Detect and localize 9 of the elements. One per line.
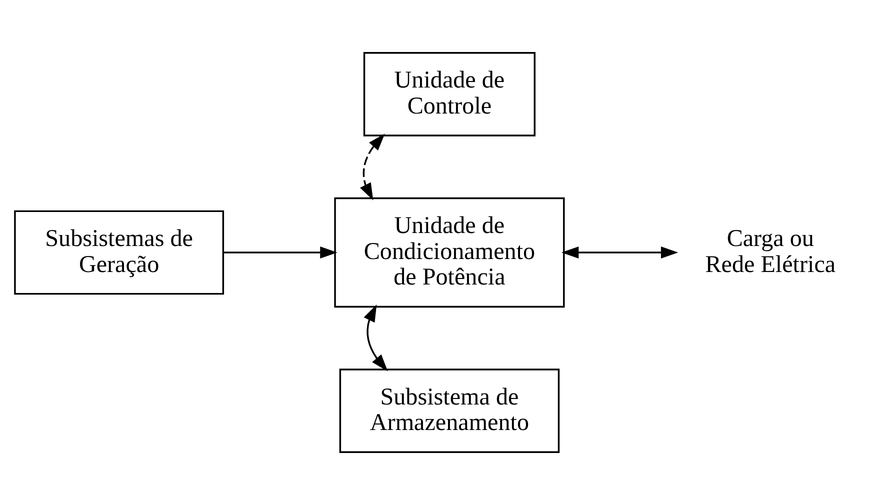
node-box: Unidade de Controle [363, 52, 536, 136]
arrow [360, 133, 385, 200]
node-box: Subsistemas de Geração [14, 210, 224, 294]
node-text: Carga ou Rede Elétrica [705, 225, 836, 278]
arrow [223, 246, 338, 258]
node-box: Subsistema de Armazenamento [339, 368, 560, 452]
arrow [364, 304, 388, 371]
node-box: Unidade de Condicionamento de Potência [334, 196, 565, 308]
arrow [561, 246, 678, 258]
